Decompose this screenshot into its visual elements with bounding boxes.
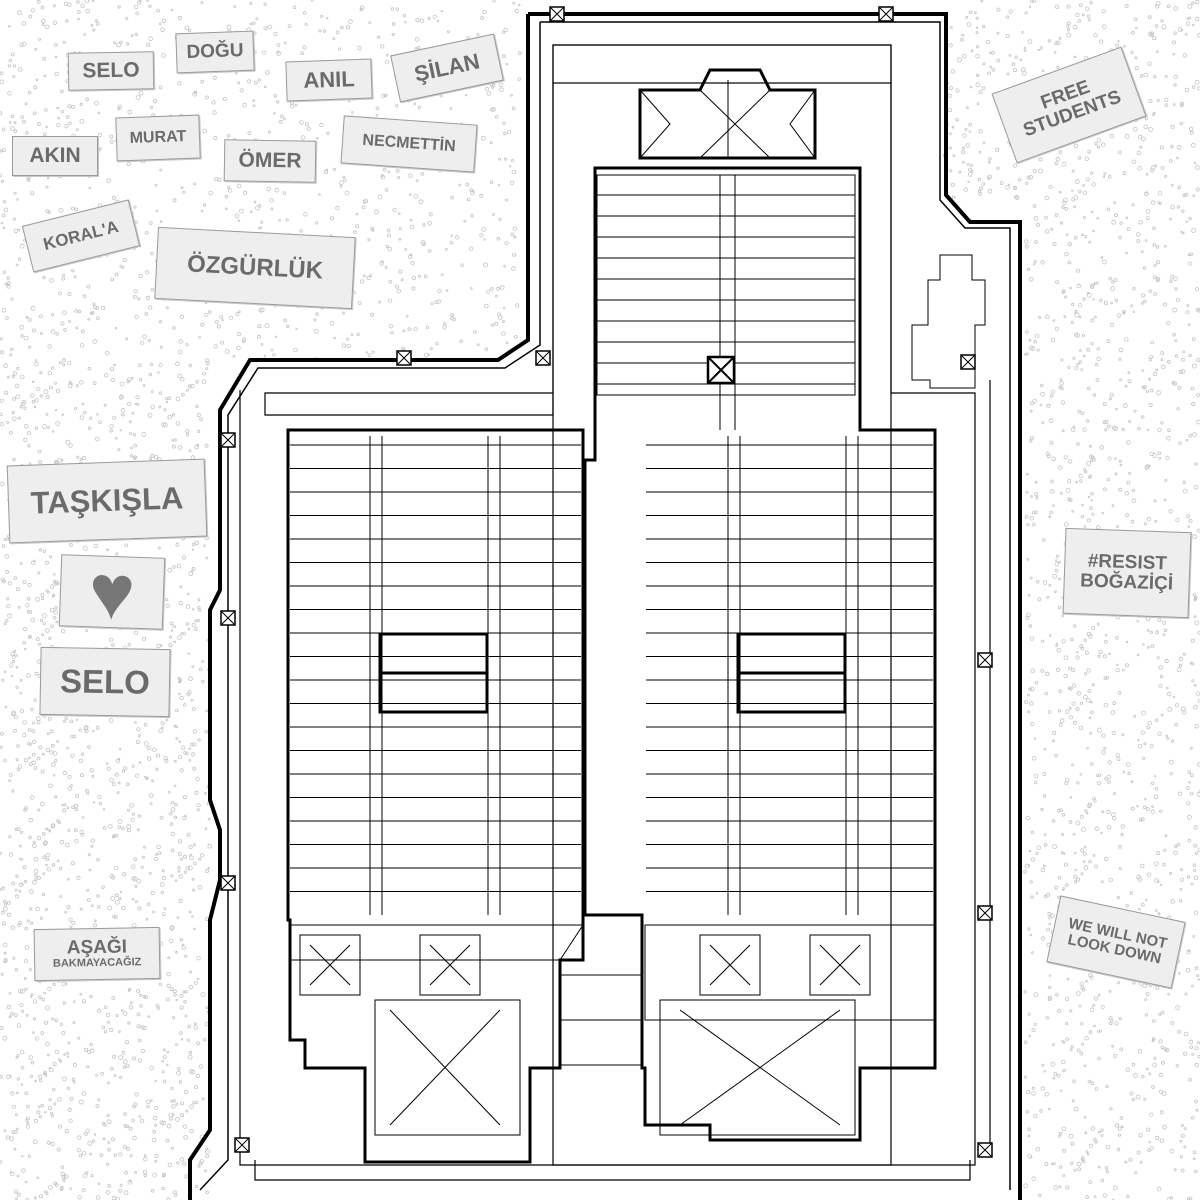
sign-asagi: AŞAĞI BAKMAYACAĞIZ: [33, 926, 161, 982]
sign-anil: ANIL: [285, 58, 373, 102]
side-annex: [911, 254, 986, 389]
sign-text: KORAL'A: [41, 217, 121, 255]
sign-akin: AKIN: [12, 136, 98, 176]
outer-wall: [188, 12, 1022, 1200]
sign-text-line2: BAKMAYACAĞIZ: [52, 956, 142, 970]
sign-necmettin: NECMETTİN: [340, 115, 478, 173]
sign-text: ŞİLAN: [412, 48, 482, 88]
sign-dogu: DOĞU: [175, 30, 255, 74]
sign-murat: MURAT: [115, 114, 201, 162]
sign-text: NECMETTİN: [361, 131, 457, 155]
sign-text: SELO: [82, 58, 140, 83]
north-block-roof: [596, 174, 856, 430]
sign-text-line2: BOĞAZİÇİ: [1079, 570, 1174, 595]
sign-taskisla: TAŞKIŞLA: [6, 458, 208, 544]
inner-wall: [199, 21, 1011, 1191]
gate-markers: [220, 6, 993, 1158]
central-corridor: [559, 974, 643, 1066]
sign-text: ANIL: [302, 66, 356, 94]
courtyard-paths: [239, 44, 991, 1181]
sign-text-line1: AŞAĞI: [66, 936, 128, 959]
heart-icon: ♥: [87, 547, 137, 637]
sign-ozgurluk: ÖZGÜRLÜK: [154, 226, 356, 310]
left-wing: [286, 428, 585, 1164]
sign-text: AKIN: [29, 143, 81, 167]
sign-text: ÖZGÜRLÜK: [186, 250, 324, 285]
right-wing: [644, 436, 936, 1136]
sign-selo-mid: SELO: [39, 646, 171, 718]
sign-selo-top: SELO: [67, 51, 155, 91]
sign-text: ÖMER: [238, 148, 302, 173]
sign-heart: ♥: [58, 547, 166, 637]
sign-text: TAŞKIŞLA: [30, 480, 184, 521]
sign-text: DOĞU: [186, 40, 244, 64]
top-annex: [583, 68, 937, 1142]
sign-text: SELO: [59, 661, 151, 701]
sign-omer: ÖMER: [223, 139, 317, 183]
sign-resist: #RESIST BOĞAZİÇİ: [1062, 527, 1192, 619]
sign-text: MURAT: [129, 127, 187, 147]
